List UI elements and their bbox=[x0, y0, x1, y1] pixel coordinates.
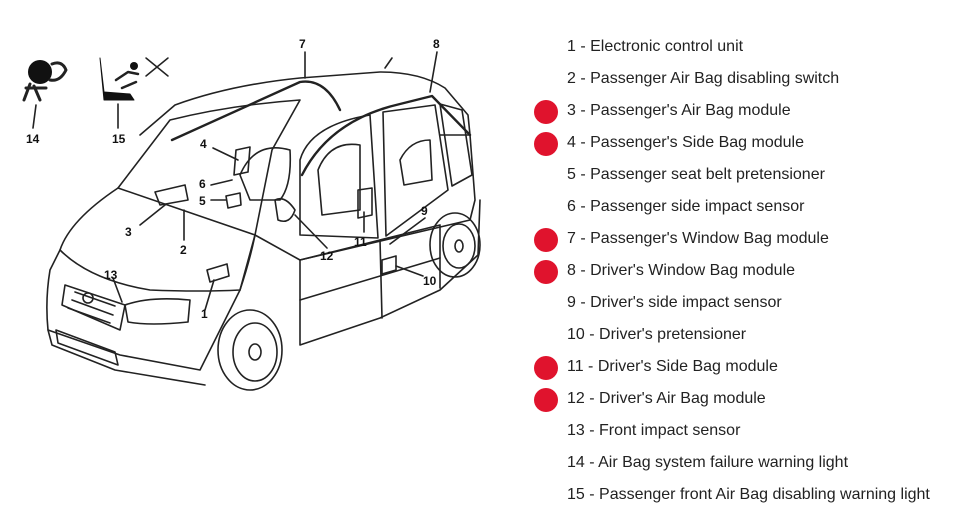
callout-4: 4 bbox=[200, 137, 207, 151]
legend-item: 5 - Passenger seat belt pretensioner bbox=[530, 159, 950, 191]
callout-2: 2 bbox=[180, 243, 187, 257]
legend-item: 1 - Electronic control unit bbox=[530, 31, 950, 63]
airbag-marker-icon bbox=[534, 100, 558, 124]
legend-item-label: 2 - Passenger Air Bag disabling switch bbox=[567, 70, 840, 87]
legend-item: 4 - Passenger's Side Bag module bbox=[530, 127, 950, 159]
airbag-marker-icon bbox=[534, 260, 558, 284]
legend-item-label: 13 - Front impact sensor bbox=[567, 422, 741, 439]
callout-13: 13 bbox=[104, 268, 118, 282]
legend-item: 14 - Air Bag system failure warning ligh… bbox=[530, 447, 950, 479]
legend-item-label: 4 - Passenger's Side Bag module bbox=[567, 134, 804, 151]
legend-item-label: 15 - Passenger front Air Bag disabling w… bbox=[567, 486, 930, 503]
legend-item: 3 - Passenger's Air Bag module bbox=[530, 95, 950, 127]
legend-item: 8 - Driver's Window Bag module bbox=[530, 255, 950, 287]
callout-7: 7 bbox=[299, 37, 306, 51]
legend-item-label: 11 - Driver's Side Bag module bbox=[567, 358, 778, 375]
legend-item-label: 14 - Air Bag system failure warning ligh… bbox=[567, 454, 849, 471]
callout-5: 5 bbox=[199, 194, 206, 208]
legend-item-label: 9 - Driver's side impact sensor bbox=[567, 294, 782, 311]
legend-item-label: 8 - Driver's Window Bag module bbox=[567, 262, 796, 279]
callout-6: 6 bbox=[199, 177, 206, 191]
legend-item-label: 5 - Passenger seat belt pretensioner bbox=[567, 166, 825, 183]
legend-item-label: 10 - Driver's pretensioner bbox=[567, 326, 747, 343]
legend-item: 6 - Passenger side impact sensor bbox=[530, 191, 950, 223]
legend-item: 9 - Driver's side impact sensor bbox=[530, 287, 950, 319]
callout-11: 11 bbox=[354, 235, 367, 249]
callout-1: 1 bbox=[201, 307, 208, 321]
airbag-warning-icon bbox=[22, 60, 68, 102]
legend-item-label: 12 - Driver's Air Bag module bbox=[567, 390, 766, 407]
legend-item: 10 - Driver's pretensioner bbox=[530, 319, 950, 351]
passenger-airbag-disabled-icon bbox=[99, 57, 169, 101]
airbag-marker-icon bbox=[534, 388, 558, 412]
legend-item-label: 3 - Passenger's Air Bag module bbox=[567, 102, 791, 119]
component-legend: 1 - Electronic control unit 2 - Passenger… bbox=[530, 31, 950, 511]
callout-14: 14 bbox=[26, 132, 40, 146]
callout-12: 12 bbox=[320, 249, 334, 263]
car-outline bbox=[46, 51, 481, 391]
legend-item: 7 - Passenger's Window Bag module bbox=[530, 223, 950, 255]
legend-item: 12 - Driver's Air Bag module bbox=[530, 383, 950, 415]
callout-8: 8 bbox=[433, 37, 440, 51]
callout-9: 9 bbox=[421, 204, 428, 218]
callout-10: 10 bbox=[423, 274, 437, 288]
legend-item: 15 - Passenger front Air Bag disabling w… bbox=[530, 479, 950, 511]
legend-item-label: 6 - Passenger side impact sensor bbox=[567, 198, 805, 215]
car-airbag-diagram: 14 15 1 2 3 4 5 6 7 8 9 10 11 12 13 bbox=[22, 37, 481, 391]
airbag-marker-icon bbox=[534, 356, 558, 380]
airbag-marker-icon bbox=[534, 228, 558, 252]
callout-15: 15 bbox=[112, 132, 126, 146]
legend-item: 11 - Driver's Side Bag module bbox=[530, 351, 950, 383]
legend-item-label: 7 - Passenger's Window Bag module bbox=[567, 230, 829, 247]
legend-item: 13 - Front impact sensor bbox=[530, 415, 950, 447]
callout-labels: 14 15 1 2 3 4 5 6 7 8 9 10 11 12 13 bbox=[26, 37, 440, 321]
airbag-marker-icon bbox=[534, 132, 558, 156]
legend-item: 2 - Passenger Air Bag disabling switch bbox=[530, 63, 950, 95]
legend-item-label: 1 - Electronic control unit bbox=[567, 38, 744, 55]
callout-3: 3 bbox=[125, 225, 132, 239]
